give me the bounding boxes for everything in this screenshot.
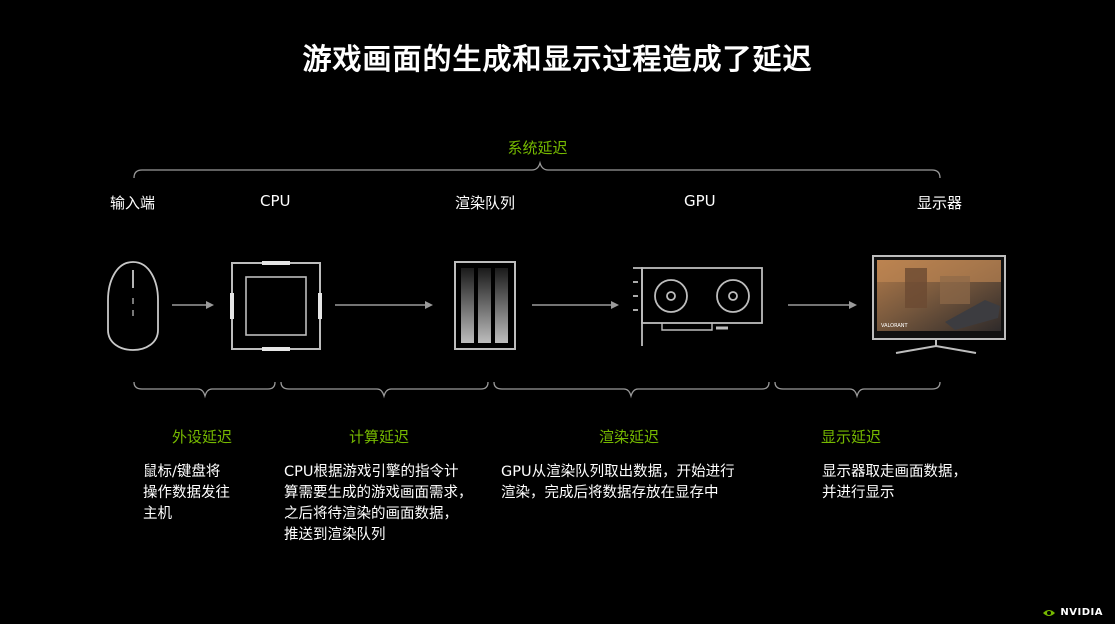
display-latency-description: 显示器取走画面数据， 并进行显示 [822,464,967,501]
render-queue-icon [454,261,516,350]
stage-label-render-queue: 渲染队列 [455,194,516,212]
system-latency-label: 系统延迟 [507,139,568,157]
stage-label-monitor: 显示器 [917,194,963,212]
peripheral-latency-description: 鼠标/键盘将 操作数据发往 主机 [143,464,230,522]
stage-label-input: 输入端 [110,194,156,212]
mouse-icon [107,261,159,351]
nvidia-logo: NVIDIA [1042,607,1103,618]
flow-arrow [172,301,214,309]
display-latency-brace [774,381,941,399]
stage-label-gpu: GPU [684,192,716,210]
cpu-icon [230,261,322,351]
render-latency-label: 渲染延迟 [599,428,660,446]
compute-latency-label: 计算延迟 [349,428,410,446]
flow-arrow [532,301,619,309]
display-latency-label: 显示延迟 [821,428,882,446]
page-title: 游戏画面的生成和显示过程造成了延迟 [302,42,813,76]
system-latency-brace [133,160,941,179]
compute-latency-brace [280,381,489,399]
nvidia-eye-icon [1043,609,1056,616]
render-latency-brace [493,381,770,399]
peripheral-latency-label: 外设延迟 [172,428,233,446]
compute-latency-description: CPU根据游戏引擎的指令计 算需要生成的游戏画面需求， 之后将待渲染的画面数据，… [284,464,473,543]
stage-label-cpu: CPU [260,192,291,210]
flow-arrow [788,301,857,309]
peripheral-latency-brace [133,381,276,399]
render-latency-description: GPU从渲染队列取出数据，开始进行 渲染，完成后将数据存放在显存中 [501,464,735,501]
flow-arrow [335,301,433,309]
monitor-icon: VALORANT [872,255,1006,354]
monitor-game-text: VALORANT [881,323,908,329]
gpu-icon [633,267,763,346]
